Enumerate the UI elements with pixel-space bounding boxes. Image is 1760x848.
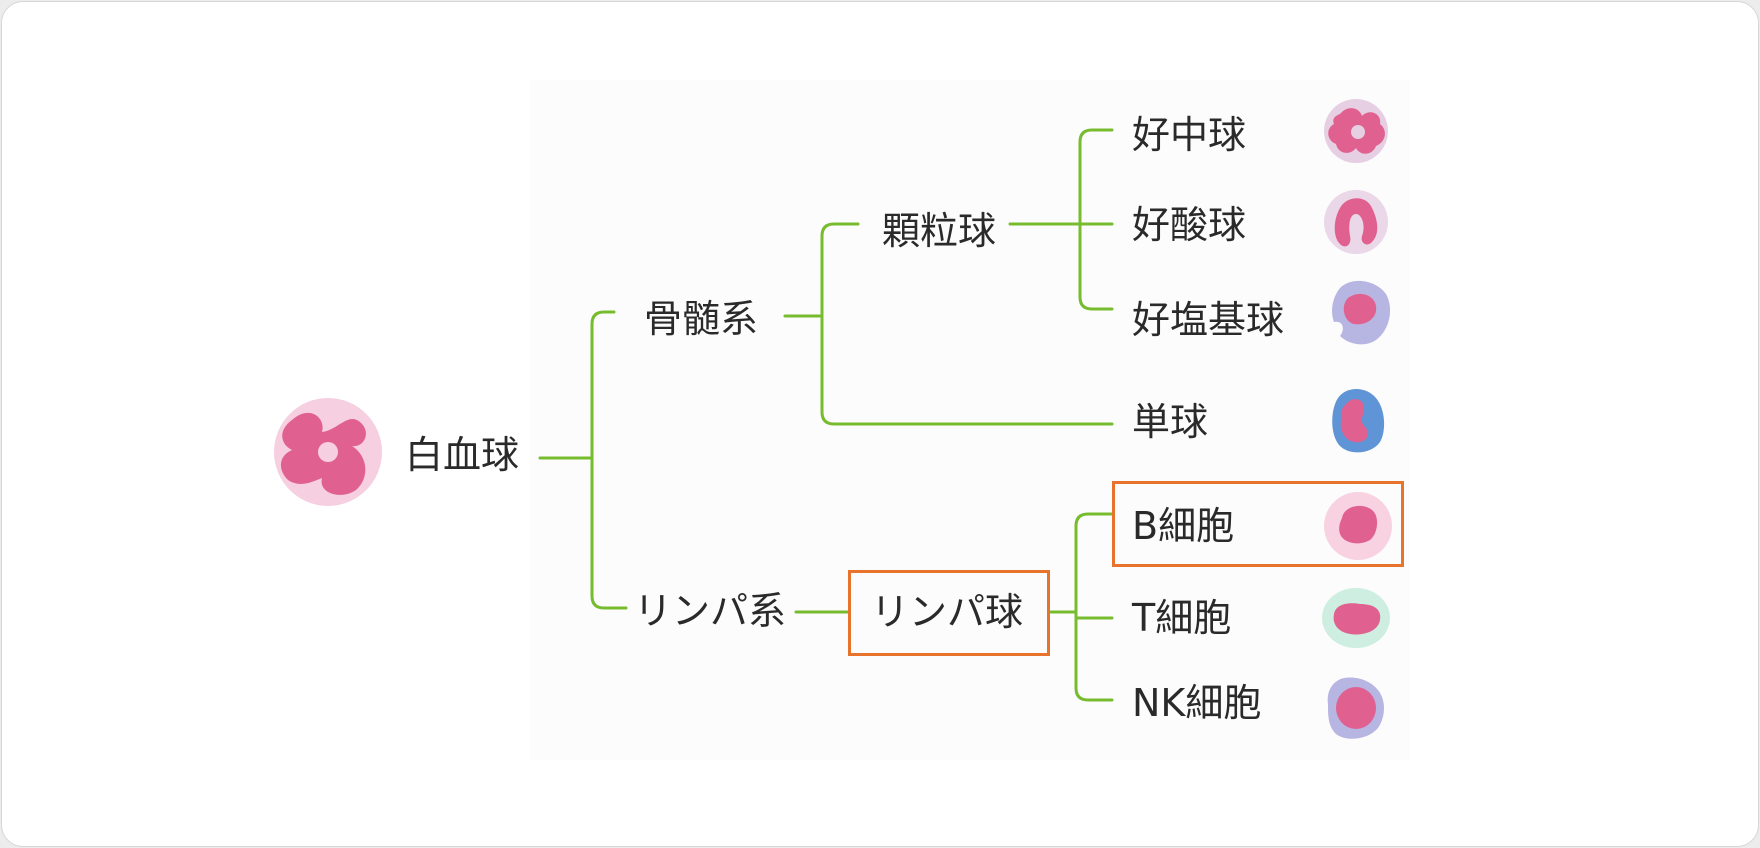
- leaf-label-monocyte: 単球: [1132, 400, 1209, 444]
- connector-lymphocyte-split: [1074, 512, 1114, 702]
- tree-connectors: [538, 128, 1114, 702]
- connector-granulocyte-split: [1078, 128, 1114, 311]
- root-label: 白血球: [405, 433, 520, 477]
- lymphoid-label: リンパ系: [634, 589, 787, 633]
- monocyte-cell-icon: [1332, 389, 1385, 453]
- connector-myeloid-split: [820, 222, 1114, 426]
- leaf-label-t-cell: T細胞: [1132, 596, 1232, 640]
- eosinophil-cell-icon: [1324, 190, 1388, 254]
- granulocyte-label: 顆粒球: [882, 209, 997, 253]
- connector-root-split: [590, 310, 628, 610]
- leaf-label-neutrophil: 好中球: [1132, 113, 1247, 157]
- leaf-label-basophil: 好塩基球: [1132, 298, 1285, 342]
- nk-cell-icon: [1327, 677, 1384, 739]
- lymphocyte-label: リンパ球: [871, 590, 1024, 634]
- myeloid-label: 骨髄系: [644, 297, 759, 341]
- diagram-panel: [530, 80, 1410, 760]
- neutrophil-cell-icon: [1324, 99, 1388, 163]
- basophil-cell-icon: [1332, 280, 1391, 345]
- t-cell-icon: [1322, 588, 1390, 648]
- leukocyte-cell-icon: [274, 398, 382, 506]
- lymphocyte-highlight-box: [848, 570, 1050, 656]
- b-cell-highlight-box: [1112, 481, 1404, 567]
- leaf-label-nk-cell: NK細胞: [1132, 681, 1262, 725]
- leaf-label-eosinophil: 好酸球: [1132, 203, 1247, 247]
- b-cell-icon: [1324, 492, 1392, 560]
- leaf-label-b-cell: B細胞: [1132, 504, 1235, 548]
